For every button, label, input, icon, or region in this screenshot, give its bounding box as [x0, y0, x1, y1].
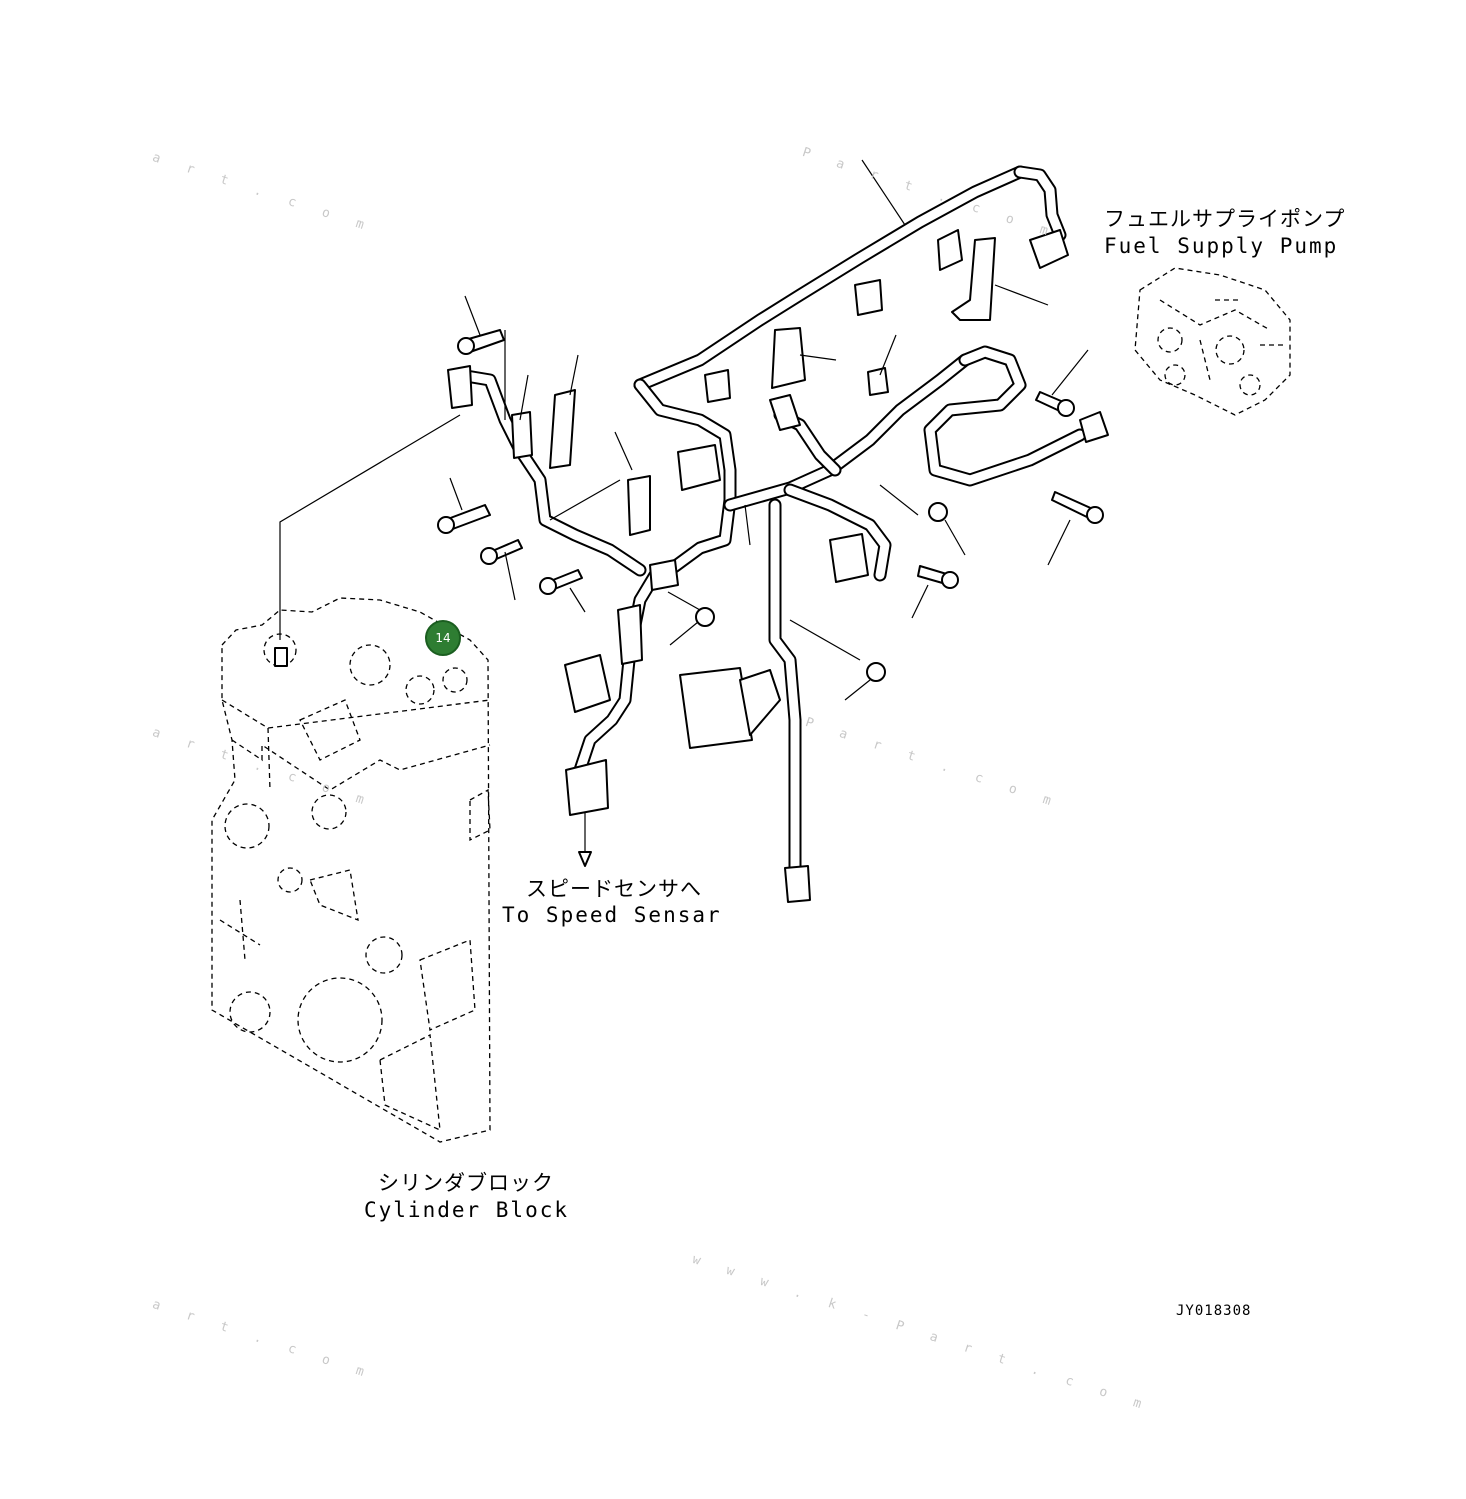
speed-sensor-label-jp: スピードセンサへ	[526, 877, 702, 901]
fasteners	[437, 329, 1104, 682]
cylinder-block-drawing	[211, 597, 491, 1143]
drawing-code: JY018308	[1176, 1303, 1252, 1319]
fuel-pump-label-jp: フュエルサプライポンプ	[1104, 207, 1346, 231]
callout-14-number: 14	[435, 631, 451, 645]
harness-connectors	[447, 229, 1109, 903]
cylinder-block-label-en: Cylinder Block	[364, 1198, 570, 1222]
leader-lines	[279, 159, 1089, 867]
cylinder-block-label-jp: シリンダブロック	[378, 1171, 554, 1195]
callout-14[interactable]: 14	[425, 620, 461, 656]
fuel-supply-pump-drawing	[1134, 267, 1291, 416]
fuel-pump-label-en: Fuel Supply Pump	[1104, 234, 1339, 258]
speed-sensor-label-en: To Speed Sensar	[502, 903, 722, 927]
